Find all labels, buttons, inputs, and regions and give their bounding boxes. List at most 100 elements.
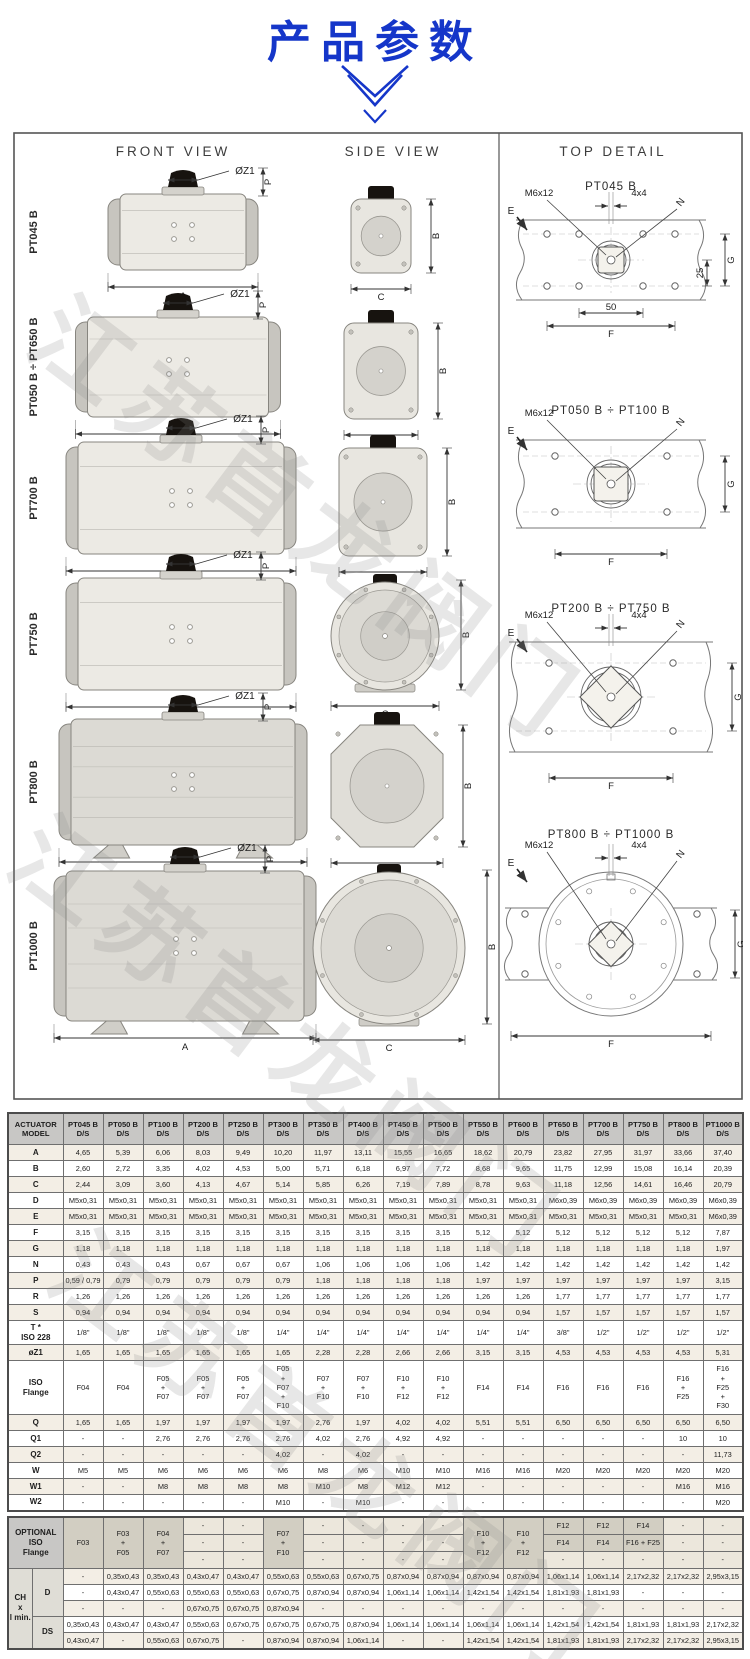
cell: 1,42 bbox=[462, 1256, 504, 1273]
cell: M5x0,31 bbox=[622, 1208, 664, 1225]
chevron-down-icon bbox=[341, 65, 409, 124]
cell: M5x0,31 bbox=[382, 1192, 424, 1209]
cell: 1,18 bbox=[462, 1240, 504, 1257]
cell: 4,53 bbox=[662, 1344, 704, 1361]
cell: 0,67x0,75 bbox=[182, 1600, 224, 1617]
flange-subcell: - bbox=[584, 1551, 622, 1568]
cell: 1,65 bbox=[222, 1344, 264, 1361]
cell: 0,43 bbox=[62, 1256, 104, 1273]
side-view-drawing: CB bbox=[343, 310, 449, 449]
row-label: G bbox=[7, 1240, 64, 1257]
cell: 0,43x0,47 bbox=[102, 1616, 144, 1633]
svg-text:E: E bbox=[508, 628, 515, 639]
cell: M5 bbox=[62, 1462, 104, 1479]
cell: 0,94 bbox=[262, 1304, 304, 1321]
cell: 1,18 bbox=[662, 1240, 704, 1257]
cell: 6,50 bbox=[622, 1414, 664, 1431]
cell: 0,94 bbox=[222, 1304, 264, 1321]
cell: 1,26 bbox=[102, 1288, 144, 1305]
cell: 4,02 bbox=[422, 1414, 464, 1431]
cell: M6 bbox=[262, 1462, 304, 1479]
cell: M5x0,31 bbox=[422, 1208, 464, 1225]
cell: - bbox=[462, 1600, 504, 1617]
flange-cell: F07 + F10 bbox=[262, 1516, 304, 1569]
cell: 1,18 bbox=[422, 1272, 464, 1289]
cell: 1/2" bbox=[622, 1320, 664, 1345]
svg-text:G: G bbox=[726, 256, 737, 263]
cell: - bbox=[62, 1478, 104, 1495]
svg-text:P: P bbox=[265, 856, 276, 862]
cell: 31,97 bbox=[622, 1144, 664, 1161]
cell: M5x0,31 bbox=[182, 1192, 224, 1209]
cell: 1,26 bbox=[142, 1288, 184, 1305]
cell: 11,18 bbox=[542, 1176, 584, 1193]
cell: 1,18 bbox=[342, 1272, 384, 1289]
cell: - bbox=[622, 1600, 664, 1617]
cell: 5,31 bbox=[702, 1344, 744, 1361]
cell: 1,42 bbox=[502, 1256, 544, 1273]
svg-text:M6x12: M6x12 bbox=[525, 610, 554, 621]
svg-text:G: G bbox=[736, 940, 743, 947]
cell: 1,06x1,14 bbox=[502, 1616, 544, 1633]
cell: 16,14 bbox=[662, 1160, 704, 1177]
cell: 0,94 bbox=[102, 1304, 144, 1321]
row-label: øZ1 bbox=[7, 1344, 64, 1361]
cell: 1/4" bbox=[422, 1320, 464, 1345]
svg-text:F: F bbox=[608, 557, 614, 568]
cell: 2,76 bbox=[302, 1414, 344, 1431]
flange-cell: F10 + F12 bbox=[502, 1516, 544, 1569]
cell: 1,77 bbox=[622, 1288, 664, 1305]
cell: 2,95x3,15 bbox=[702, 1568, 744, 1585]
cell: 1,57 bbox=[622, 1304, 664, 1321]
flange-subcell: - bbox=[304, 1534, 342, 1551]
model-header: PT250 B D/S bbox=[222, 1112, 264, 1145]
cell: - bbox=[422, 1494, 464, 1511]
cell: M8 bbox=[222, 1478, 264, 1495]
cell: 1,65 bbox=[102, 1414, 144, 1431]
model-header: PT100 B D/S bbox=[142, 1112, 184, 1145]
row-label: W2 bbox=[7, 1494, 64, 1511]
svg-text:N: N bbox=[674, 848, 687, 860]
cell: 1,97 bbox=[342, 1414, 384, 1431]
cell: F07 + F10 bbox=[342, 1360, 384, 1415]
row-label: T * ISO 228 bbox=[7, 1320, 64, 1345]
cell: 7,87 bbox=[702, 1224, 744, 1241]
flange-subcell: - bbox=[624, 1551, 662, 1568]
cell: - bbox=[582, 1446, 624, 1463]
cell: - bbox=[62, 1600, 104, 1617]
model-header: PT750 B D/S bbox=[622, 1112, 664, 1145]
cell: 5,12 bbox=[542, 1224, 584, 1241]
cell: 1,97 bbox=[622, 1272, 664, 1289]
cell: F16 bbox=[582, 1360, 624, 1415]
cell: M12 bbox=[382, 1478, 424, 1495]
cell: 1,06 bbox=[342, 1256, 384, 1273]
model-header: PT650 B D/S bbox=[542, 1112, 584, 1145]
svg-text:E: E bbox=[508, 426, 515, 437]
cell: 1,42 bbox=[542, 1256, 584, 1273]
cell: 1,06x1,14 bbox=[422, 1616, 464, 1633]
cell: 2,72 bbox=[102, 1160, 144, 1177]
cell: - bbox=[62, 1446, 104, 1463]
cell: - bbox=[662, 1494, 704, 1511]
cell: 1,42x1,54 bbox=[502, 1584, 544, 1601]
cell: - bbox=[302, 1600, 344, 1617]
svg-text:PT050 B ÷ PT100 B: PT050 B ÷ PT100 B bbox=[551, 405, 670, 417]
cell: M20 bbox=[662, 1462, 704, 1479]
cell: 5,12 bbox=[622, 1224, 664, 1241]
cell: M10 bbox=[262, 1494, 304, 1511]
cell: 0,79 bbox=[102, 1272, 144, 1289]
spec-row: W2-----M10-M10--------M20 bbox=[7, 1494, 744, 1511]
svg-text:G: G bbox=[733, 693, 743, 700]
cell: - bbox=[582, 1430, 624, 1447]
model-header: PT700 B D/S bbox=[582, 1112, 624, 1145]
cell: 1,97 bbox=[262, 1414, 304, 1431]
svg-text:PT200 B ÷ PT750 B: PT200 B ÷ PT750 B bbox=[551, 603, 670, 615]
cell: 3,15 bbox=[422, 1224, 464, 1241]
